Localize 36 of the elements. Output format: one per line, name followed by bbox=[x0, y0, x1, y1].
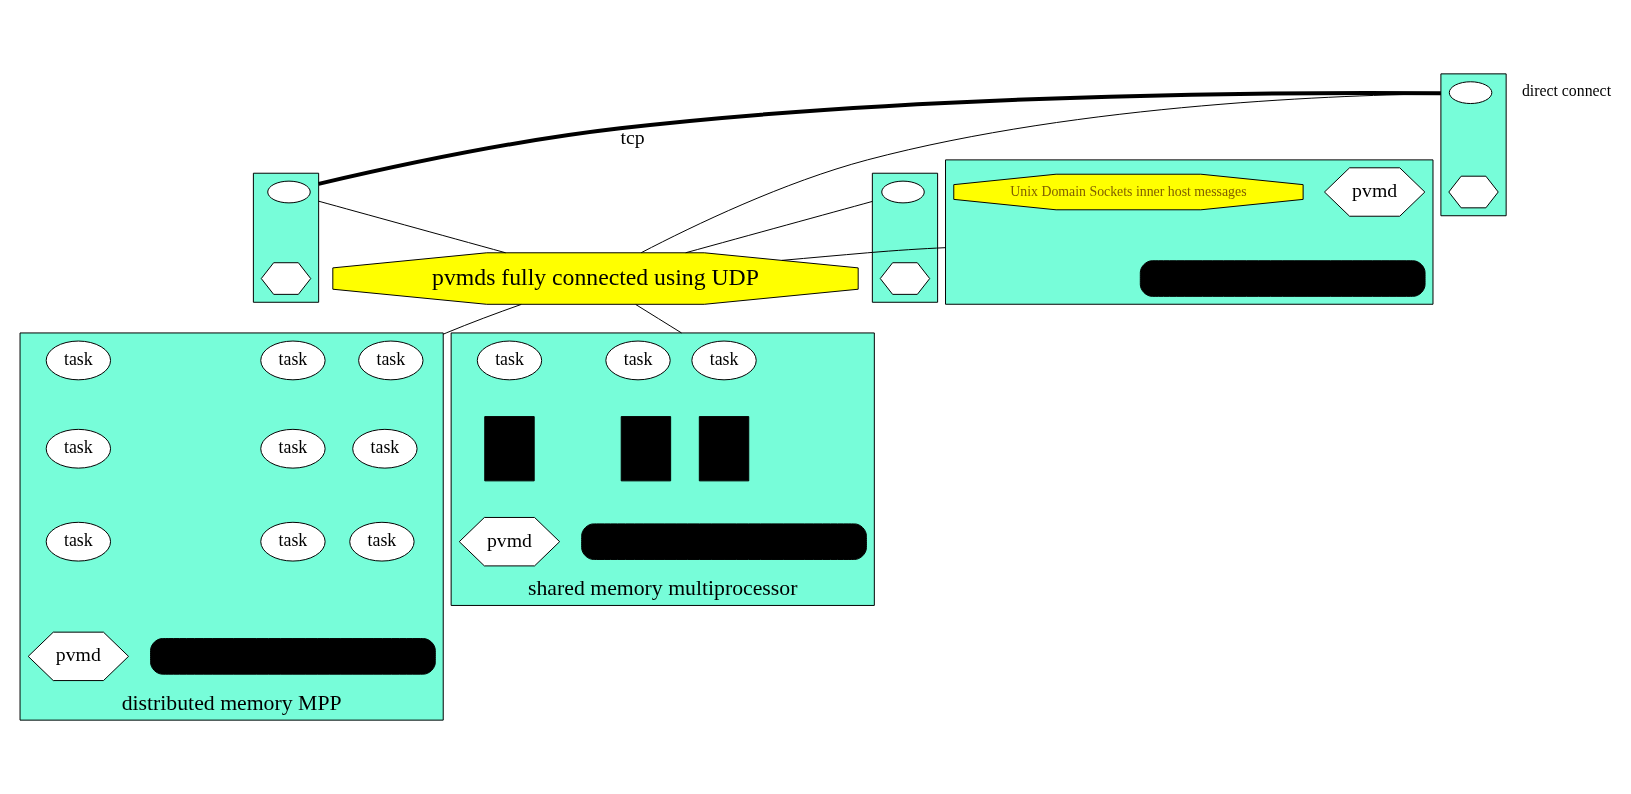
connector bbox=[635, 304, 682, 334]
node-ellipse: task bbox=[45, 340, 112, 381]
node-hexagon bbox=[879, 262, 931, 295]
node-box bbox=[698, 416, 750, 482]
cluster bbox=[252, 172, 320, 303]
node-ellipse: task bbox=[352, 428, 418, 469]
node-ellipse bbox=[1448, 81, 1493, 105]
node-ellipse: task bbox=[45, 428, 112, 469]
node-ellipse: task bbox=[476, 340, 543, 381]
node-box bbox=[620, 416, 672, 482]
node-ellipse: task bbox=[260, 521, 326, 562]
node-ellipse: task bbox=[260, 428, 326, 469]
node-ellipse: task bbox=[260, 340, 326, 381]
connector bbox=[781, 247, 946, 261]
node-hexagon bbox=[1448, 175, 1499, 209]
node-box bbox=[484, 416, 535, 482]
cluster bbox=[871, 172, 939, 303]
node-ellipse: task bbox=[358, 340, 424, 381]
node-ellipse: task bbox=[349, 521, 415, 562]
node-ellipse: task bbox=[45, 521, 112, 562]
node-ellipse: task bbox=[691, 340, 757, 381]
node-bar bbox=[150, 638, 436, 675]
node-hexagon bbox=[260, 262, 312, 295]
cluster bbox=[945, 159, 1434, 305]
node-ellipse bbox=[881, 180, 925, 204]
connector bbox=[318, 200, 507, 254]
node-ellipse: task bbox=[605, 340, 671, 381]
node-bar bbox=[1139, 260, 1426, 297]
node-bar bbox=[581, 523, 867, 560]
connector bbox=[318, 91, 1441, 186]
connector bbox=[442, 303, 522, 335]
label: direct connect bbox=[1521, 82, 1612, 100]
edge-label: tcp bbox=[620, 126, 645, 149]
node-ellipse bbox=[267, 180, 311, 204]
cluster bbox=[1440, 73, 1507, 217]
connector bbox=[685, 200, 873, 254]
